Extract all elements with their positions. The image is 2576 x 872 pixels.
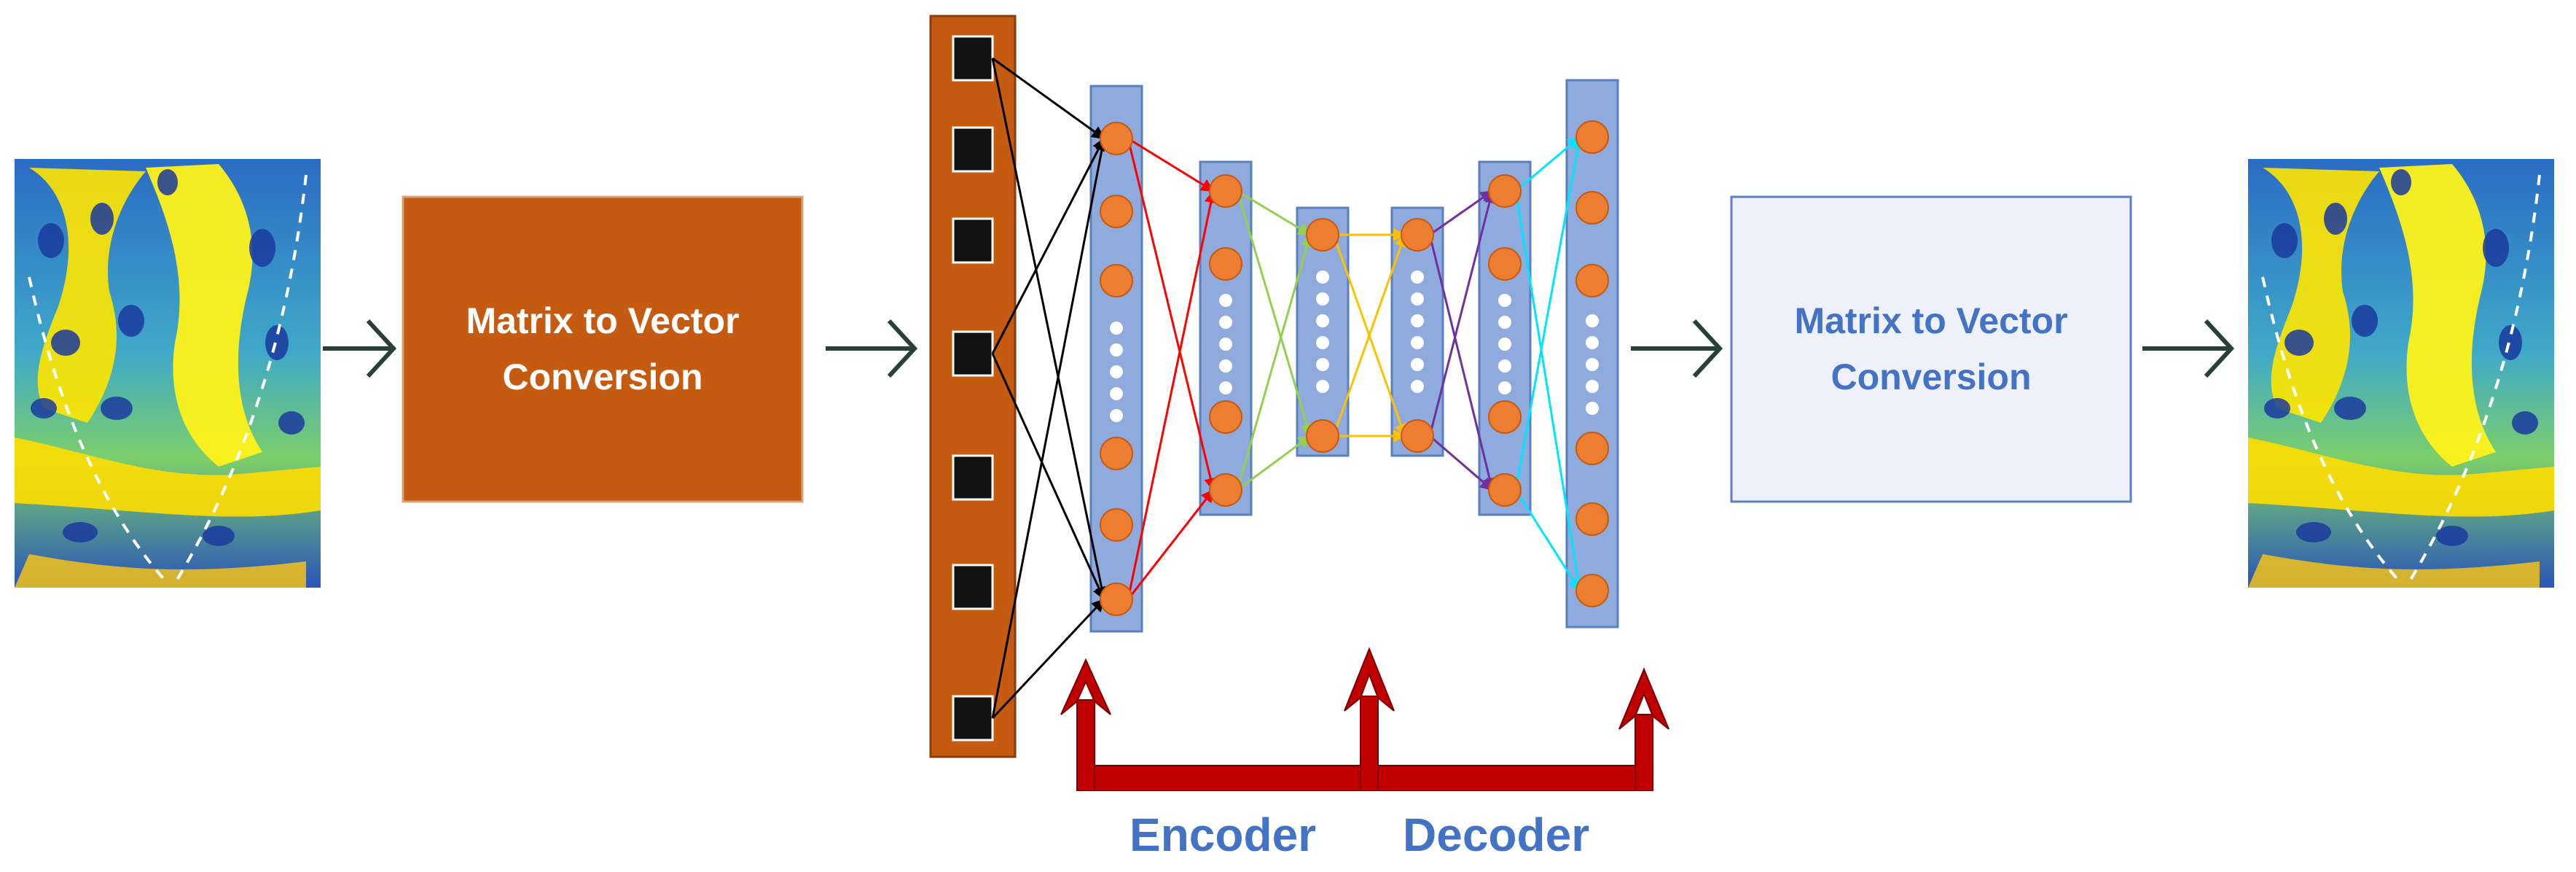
left-box-line2: Conversion (502, 357, 703, 397)
edges-input-to-layer1 (991, 57, 1108, 720)
encoder-label: Encoder (1130, 809, 1317, 861)
neuron (1306, 218, 1339, 252)
edges-layer5-to-layer6 (1514, 136, 1585, 592)
left-box-label: Matrix to Vector Conversion (403, 197, 802, 502)
neuron (1488, 473, 1522, 507)
right-box-line2: Conversion (1831, 357, 2032, 397)
input-cell (952, 695, 994, 741)
neuron (1100, 122, 1133, 155)
neuron (1401, 419, 1434, 453)
neuron (1575, 264, 1609, 297)
right-box-label: Matrix to Vector Conversion (1731, 197, 2131, 502)
input-cell (952, 330, 994, 377)
decoder-label: Decoder (1403, 809, 1590, 861)
input-cell (952, 217, 994, 264)
right-conversion-box (1730, 195, 2132, 503)
neuron (1488, 247, 1522, 281)
input-cell (952, 564, 994, 610)
connector-arrow-3 (1631, 319, 1723, 378)
ellipsis-dots (1110, 270, 1599, 422)
neuron (1209, 473, 1242, 507)
connector-arrow-2 (826, 319, 918, 378)
neuron (1575, 574, 1609, 607)
connector-arrow-4 (2142, 319, 2235, 378)
input-cell (952, 35, 994, 82)
edges-layer1-to-layer2 (1127, 137, 1218, 600)
neuron (1575, 432, 1609, 465)
neuron (1100, 264, 1133, 297)
output-spectrogram-image (2248, 159, 2554, 588)
neuron (1488, 174, 1522, 208)
neuron (1575, 191, 1609, 225)
connector-arrow-1 (323, 319, 397, 378)
neuron (1100, 583, 1133, 616)
edges-layer2-to-layer3 (1236, 190, 1314, 491)
input-cell (952, 126, 994, 173)
neuron (1100, 437, 1133, 470)
network-layers (1089, 79, 1619, 633)
neuron (1306, 419, 1339, 453)
left-box-line1: Matrix to Vector (466, 300, 740, 341)
neuron (1488, 400, 1522, 434)
edges-layer3-to-layer4 (1332, 228, 1408, 443)
neuron (1575, 502, 1609, 536)
neurons (1100, 120, 1609, 616)
connector-arrows (323, 319, 2235, 378)
input-vector-strip (929, 15, 1017, 758)
neuron (1209, 247, 1242, 281)
right-box-line1: Matrix to Vector (1794, 300, 2068, 341)
encoder-decoder-bracket (1060, 647, 1669, 791)
left-conversion-box (402, 195, 804, 503)
neuron (1401, 218, 1434, 252)
neuron (1100, 195, 1133, 228)
neuron (1209, 400, 1242, 434)
neuron (1209, 174, 1242, 208)
neuron (1100, 508, 1133, 542)
input-spectrogram-image (15, 159, 321, 588)
neuron (1575, 120, 1609, 154)
input-cell (952, 454, 994, 501)
edges-layer4-to-layer5 (1428, 190, 1496, 491)
